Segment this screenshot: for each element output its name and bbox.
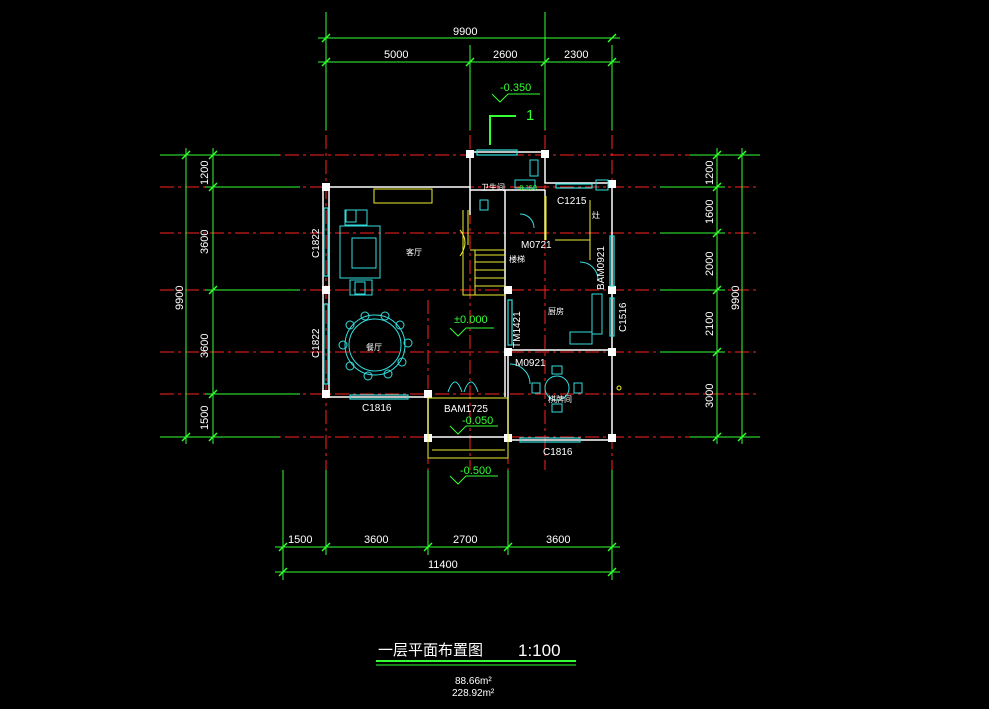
- room-bath: 卫生间: [481, 182, 505, 192]
- room-stove: 灶: [592, 210, 600, 220]
- dim-right-e: 3000: [704, 384, 716, 408]
- area-total: 228.92m²: [452, 688, 495, 699]
- label-c1215: C1215: [557, 196, 587, 207]
- label-c1822-top: C1822: [311, 228, 322, 258]
- dim-right-total: 9900: [730, 286, 742, 310]
- dimension-ticks: [181, 33, 747, 577]
- dim-bot-d: 3600: [546, 534, 570, 546]
- drawing-scale: 1:100: [518, 641, 561, 660]
- furniture-cyan: [338, 159, 609, 413]
- label-bam0921: BAM0921: [596, 246, 607, 290]
- dim-bot-c: 2700: [453, 534, 477, 546]
- room-stair: 楼梯: [509, 254, 525, 264]
- dim-right-b: 1600: [704, 200, 716, 224]
- dim-top-total: 9900: [453, 26, 477, 38]
- dim-left-d: 1500: [199, 406, 211, 430]
- dim-right-a: 1200: [704, 161, 716, 185]
- label-c1816-right: C1816: [543, 447, 573, 458]
- drawing-title: 一层平面布置图: [378, 641, 483, 659]
- label-bam1725: BAM1725: [444, 404, 488, 415]
- level-entry: -0.050: [462, 415, 493, 427]
- section-mark-label: 1: [526, 107, 534, 124]
- dim-bot-total: 11400: [428, 559, 458, 571]
- stair-cyan: [459, 229, 466, 257]
- section-mark: [489, 115, 516, 145]
- label-c1822-bot: C1822: [311, 328, 322, 358]
- dim-left-total: 9900: [174, 286, 186, 310]
- level-step: -0.500: [460, 465, 491, 477]
- level-floor: ±0.000: [454, 314, 488, 326]
- label-m0921: M0921: [515, 358, 546, 369]
- dim-left-c: 3600: [199, 334, 211, 358]
- dim-top-a: 5000: [384, 49, 408, 61]
- marker-dot: [616, 385, 622, 391]
- dim-top-c: 2300: [564, 49, 588, 61]
- dim-top-b: 2600: [493, 49, 517, 61]
- stair-and-furniture: [373, 188, 591, 459]
- label-c1816-left: C1816: [362, 403, 392, 414]
- dim-left-b: 3600: [199, 230, 211, 254]
- area-first-floor: 88.66m²: [455, 676, 492, 687]
- label-m0721: M0721: [521, 240, 552, 251]
- windows: [323, 149, 615, 443]
- dim-right-c: 2000: [704, 252, 716, 276]
- dim-right-d: 2100: [704, 312, 716, 336]
- level-bath: -0.150: [517, 185, 537, 192]
- dim-bot-a: 1500: [288, 534, 312, 546]
- dim-bot-b: 3600: [364, 534, 388, 546]
- room-living: 客厅: [406, 247, 422, 257]
- room-dining: 餐厅: [366, 343, 382, 352]
- label-c1516: C1516: [618, 302, 629, 332]
- dim-left-a: 1200: [199, 161, 211, 185]
- level-markers: [449, 93, 540, 485]
- level-top: -0.350: [500, 82, 531, 94]
- room-mahjong: 棋牌间: [548, 394, 572, 404]
- room-kitchen: 厨房: [548, 306, 564, 316]
- dining-set-dark: [345, 209, 366, 295]
- label-tm1421: TM1421: [512, 311, 523, 348]
- dimension-lines: [160, 12, 760, 580]
